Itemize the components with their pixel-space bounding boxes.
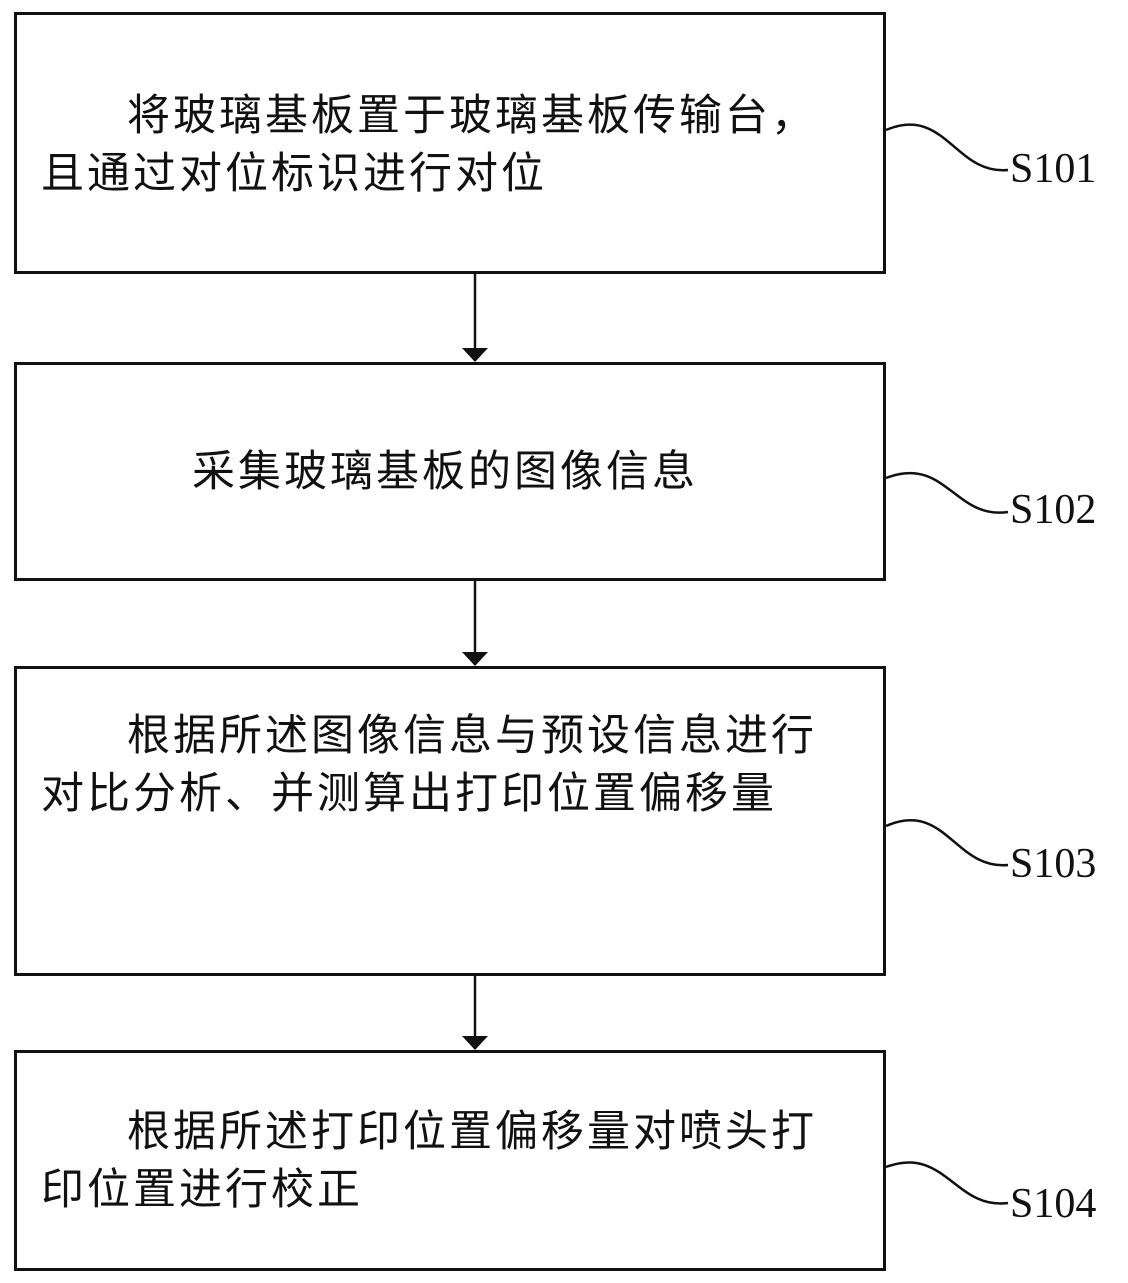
step-label-s101: S101 [1010,146,1096,192]
arrow-head-s104 [462,1036,488,1050]
step-text-s103: 根据所述图像信息与预设信息进行对比分析、并测算出打印位置偏移量 [41,707,849,823]
leader-line-s102 [886,473,1008,513]
arrow-head-s102 [462,348,488,362]
step-text-s101: 将玻璃基板置于玻璃基板传输台，且通过对位标识进行对位 [41,87,849,203]
step-label-s102: S102 [1010,487,1096,533]
step-label-s103: S103 [1010,841,1096,887]
step-box-s103: 根据所述图像信息与预设信息进行对比分析、并测算出打印位置偏移量 [14,666,886,976]
step-box-s104: 根据所述打印位置偏移量对喷头打印位置进行校正 [14,1050,886,1271]
arrow-head-s103 [462,652,488,666]
leader-line-s101 [886,125,1008,171]
step-text-s102: 采集玻璃基板的图像信息 [41,443,849,501]
leader-line-s103 [886,820,1008,865]
step-label-s104: S104 [1010,1181,1096,1227]
step-text-s104: 根据所述打印位置偏移量对喷头打印位置进行校正 [41,1103,849,1219]
step-box-s102: 采集玻璃基板的图像信息 [14,362,886,581]
step-box-s101: 将玻璃基板置于玻璃基板传输台，且通过对位标识进行对位 [14,12,886,274]
leader-line-s104 [886,1162,1008,1203]
